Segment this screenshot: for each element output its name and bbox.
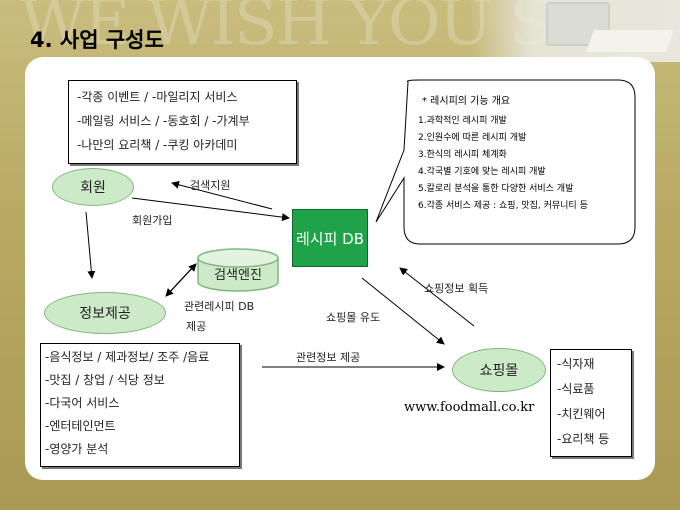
info-item: -엔터테인먼트 [45,419,116,433]
feature-item: 4.각국별 기호에 맞는 레시피 개발 [418,167,546,177]
label-related-recipe-db-2: 제공 [186,320,207,333]
page-title: 4. 사업 구성도 [30,28,164,52]
feature-item: 5.칼로리 분석을 통한 다양한 서비스 개발 [418,184,574,194]
feature-item: 3.한식의 레시피 체계화 [418,150,507,160]
arrow-member-info [85,211,96,279]
mall-item: -식자재 [557,357,595,371]
node-info: 정보제공 [44,292,166,334]
info-item: -맛집 / 창업 / 식당 정보 [45,373,165,387]
info-item: -다국어 서비스 [45,396,120,410]
mall-item: -치킨웨어 [557,407,606,421]
arrow-search-support [171,180,273,210]
features-list: * 레시피의 기능 개요 1.과학적인 레시피 개발 2.인원수에 따른 레시피… [418,92,588,215]
label-member-join: 회원가입 [132,214,173,227]
info-item: -영양가 분석 [45,442,109,456]
info-item: -음식정보 / 제과정보/ 조주 /음료 [45,350,210,364]
mall-item: -요리책 등 [557,432,610,446]
feature-item: 2.인원수에 따른 레시피 개발 [418,133,527,143]
node-search-engine: 검색엔진 [214,268,262,283]
mall-box: -식자재 -식료품 -치킨웨어 -요리책 등 [550,349,632,457]
feature-item: 6.각종 서비스 제공 : 쇼핑, 맛집, 커뮤니티 등 [418,201,588,211]
label-shopping-acquire: 쇼핑정보 획득 [424,282,489,295]
node-shopping-mall: 쇼핑몰 [452,348,546,392]
label-related-recipe-db: 관련레시피 DB [184,300,255,313]
arrow-shopping-acquire [399,267,475,327]
arrow-member-join [131,197,290,222]
features-title: * 레시피의 기능 개요 [422,96,511,107]
events-box: -각종 이벤트 / -마일리지 서비스 -메일링 서비스 / -동호회 / -가… [68,80,297,164]
label-mall-guide: 쇼핑몰 유도 [326,311,381,324]
search-engine-cylinder [197,248,279,292]
mall-item: -식료품 [557,382,595,396]
office-photo [470,0,680,62]
events-item: -나만의 요리책 / -쿠킹 아카데미 [77,138,238,152]
label-related-info: 관련정보 제공 [296,351,361,364]
arrow-mall-guide [361,277,445,345]
info-box: -음식정보 / 제과정보/ 조주 /음료 -맛집 / 창업 / 식당 정보 -다… [40,343,240,467]
node-recipe-db: 레시피 DB [292,209,368,267]
node-member: 회원 [52,168,134,206]
events-item: -각종 이벤트 / -마일리지 서비스 [77,90,238,104]
features-callout [375,79,636,245]
mall-url: www.foodmall.co.kr [404,400,535,415]
events-item: -메일링 서비스 / -동호회 / -가계부 [77,114,250,128]
feature-item: 1.과학적인 레시피 개발 [418,116,507,126]
label-search-support: 검색지원 [190,179,231,192]
